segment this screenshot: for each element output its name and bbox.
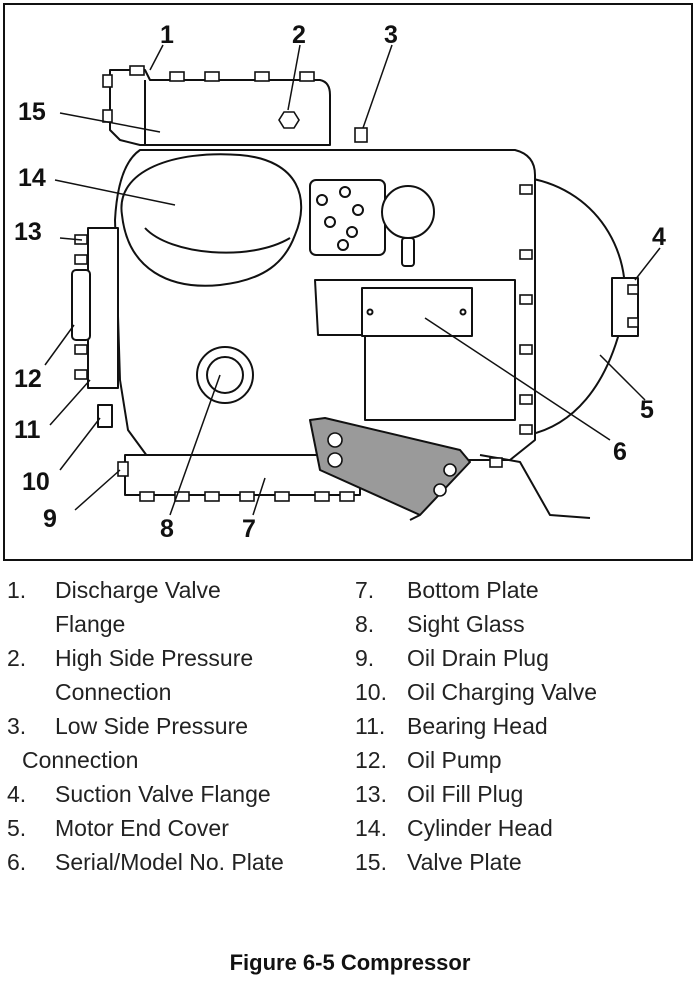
legend-label: Bottom Plate <box>407 577 539 603</box>
legend-number: 11. <box>355 713 386 739</box>
legend-label: Connection <box>55 679 172 705</box>
legend-number: 14. <box>355 815 387 841</box>
oil-charging-valve <box>97 404 113 428</box>
callout-6: 6 <box>613 438 627 466</box>
oil-port <box>381 185 435 239</box>
legend-number: 13. <box>355 781 387 807</box>
legend-label: Oil Fill Plug <box>407 781 524 807</box>
legend-label: Serial/Model No. Plate <box>55 849 284 875</box>
legend-number: 2. <box>7 645 27 671</box>
callout-7: 7 <box>242 515 256 543</box>
callout-3: 3 <box>384 21 398 49</box>
legend-number: 1. <box>7 577 27 603</box>
legend-number: 6. <box>7 849 27 875</box>
callout-14: 14 <box>18 164 46 192</box>
legend-number: 5. <box>7 815 27 841</box>
legend-label: High Side Pressure <box>55 645 254 671</box>
legend-number: 8. <box>355 611 375 637</box>
legend-number: 4. <box>7 781 27 807</box>
callout-10: 10 <box>22 468 50 496</box>
callout-13: 13 <box>14 218 42 246</box>
legend-label: Cylinder Head <box>407 815 553 841</box>
legend-number: 9. <box>355 645 375 671</box>
legend-label: Suction Valve Flange <box>55 781 271 807</box>
legend-label: Motor End Cover <box>55 815 229 841</box>
callout-1: 1 <box>160 21 174 49</box>
legend-number: 3. <box>7 713 27 739</box>
callout-15: 15 <box>18 98 46 126</box>
serial-model-plate <box>361 287 473 337</box>
legend-left: 1. Discharge Valve Flange 2. High Side P… <box>0 573 350 903</box>
oil-pump <box>71 269 91 341</box>
legend-label: Discharge Valve <box>55 577 221 603</box>
compressor-drawing: 1 2 3 4 5 6 7 8 9 10 11 12 13 14 15 <box>14 21 666 543</box>
legend-label: Flange <box>55 611 126 637</box>
legend-number: 12. <box>355 747 387 773</box>
callout-4: 4 <box>652 223 666 251</box>
callout-9: 9 <box>43 505 57 533</box>
legend-label: Oil Charging Valve <box>407 679 598 705</box>
legend-label: Oil Pump <box>407 747 502 773</box>
legend-number: 10. <box>355 679 387 705</box>
legend-number: 15. <box>355 849 387 875</box>
bearing-head <box>87 227 119 389</box>
legend-number: 7. <box>355 577 375 603</box>
discharge-valve-flange <box>109 69 331 146</box>
legend-label: Valve Plate <box>407 849 522 875</box>
legend-label: Sight Glass <box>407 611 525 637</box>
figure-caption: Figure 6-5 Compressor <box>229 950 471 975</box>
motor-end-cover <box>527 177 627 436</box>
callout-2: 2 <box>292 21 306 49</box>
callout-12: 12 <box>14 365 42 393</box>
legend-label: Connection <box>22 747 139 773</box>
legend-label: Bearing Head <box>407 713 548 739</box>
legend-label: Oil Drain Plug <box>407 645 549 671</box>
callout-11: 11 <box>14 416 41 444</box>
legend-label: Low Side Pressure <box>55 713 249 739</box>
legend-right: 7. Bottom Plate 8. Sight Glass 9. Oil Dr… <box>355 573 695 903</box>
callout-8: 8 <box>160 515 174 543</box>
callout-5: 5 <box>640 396 654 424</box>
cylinder-head <box>120 153 303 287</box>
mounting-bracket <box>309 417 471 516</box>
